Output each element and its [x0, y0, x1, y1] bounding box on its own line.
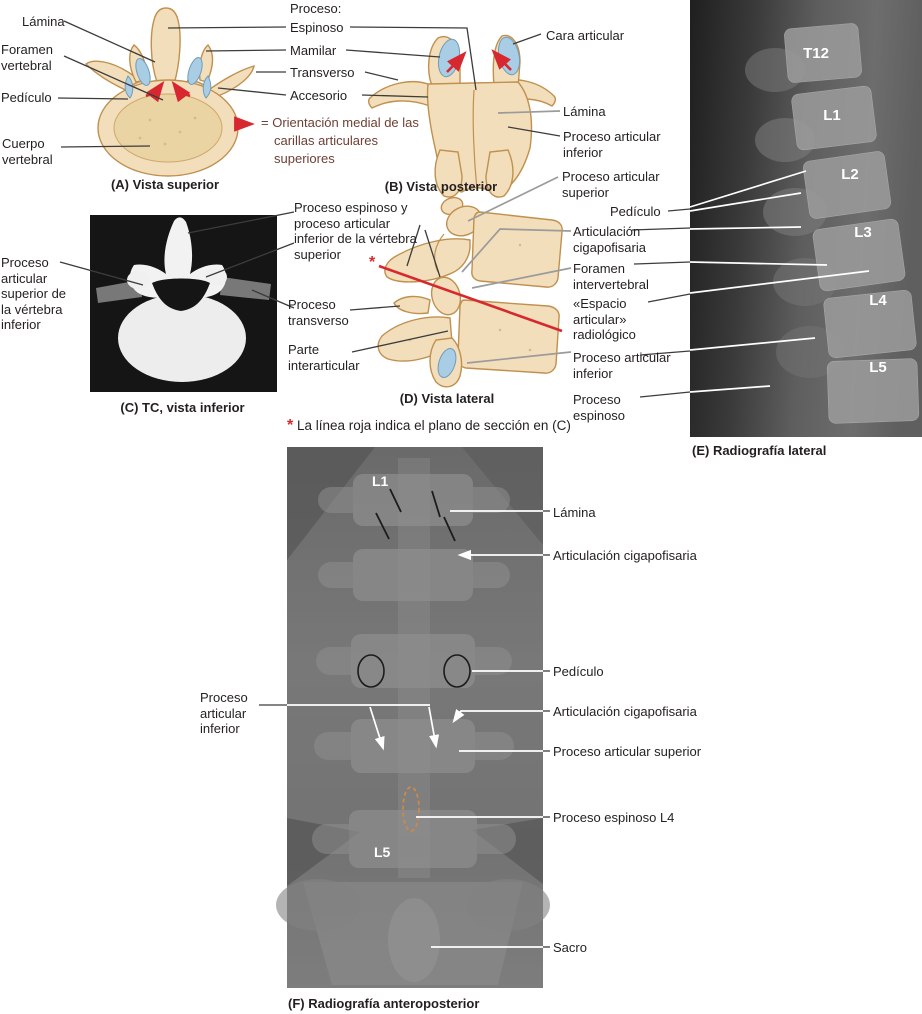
- caption-b: (B) Vista posterior: [384, 179, 498, 194]
- pedicle-circle-left: [357, 654, 385, 688]
- spinous-process-orange-outline: [402, 786, 420, 832]
- label-proceso-articular-inferior-b: Proceso articular inferior: [563, 129, 661, 160]
- red-asterisk: *: [369, 254, 376, 271]
- label-pediculo-f: Pedículo: [553, 664, 604, 679]
- label-proceso-espinoso-articular-d: Proceso espinoso y proceso articular inf…: [294, 200, 417, 262]
- label-proceso-title: Proceso:: [290, 1, 342, 16]
- label-articulacion-cigapofisaria-f2: Articulación cigapofisaria: [553, 704, 697, 719]
- radiograph-ap-image: [276, 447, 550, 988]
- vertebra-label-t12: T12: [803, 45, 829, 62]
- label-pediculo-a: Pedículo: [1, 90, 52, 105]
- caption-c: (C) TC, vista inferior: [120, 400, 245, 415]
- caption-f: (F) Radiografía anteroposterior: [288, 996, 480, 1011]
- label-proceso-accesorio: Accesorio: [290, 88, 348, 103]
- vertebra-label-l2: L2: [841, 166, 859, 183]
- label-proceso-transverso-d: Proceso transverso: [288, 297, 349, 328]
- label-lamina-b: Lámina: [563, 104, 606, 119]
- label-proceso-articular-inferior-f: Proceso articular inferior: [200, 690, 248, 736]
- radiograph-lateral-image: [690, 0, 922, 437]
- label-lamina-f: Lámina: [553, 505, 596, 520]
- pedicle-circle-right: [443, 654, 471, 688]
- vertebra-label-l4: L4: [869, 292, 887, 309]
- label-proceso-espinoso: Espinoso: [290, 20, 344, 35]
- caption-d: (D) Vista lateral: [399, 391, 495, 406]
- label-pediculo-b: Pedículo: [610, 204, 661, 219]
- label-cuerpo-vertebral: Cuerpo vertebral: [2, 136, 53, 167]
- label-lamina-a: Lámina: [22, 14, 65, 29]
- label-sacro: Sacro: [553, 940, 587, 955]
- leader-lines-f: [259, 488, 550, 948]
- label-parte-interarticular: Parte interarticular: [288, 342, 360, 373]
- label-articulacion-cigapofisaria-d: Articulación cigapofisaria: [573, 224, 646, 255]
- label-proceso-transverso-a: Transverso: [290, 65, 355, 80]
- vertebra-posterior-view: [367, 34, 557, 198]
- ct-image: [90, 215, 277, 392]
- legend-medial-orientation: = Orientación medial de las carillas art…: [261, 115, 419, 166]
- vertebra-label-l1-e: L1: [823, 107, 841, 124]
- label-proceso-articular-superior-c: Proceso articular superior de la vértebr…: [1, 255, 67, 332]
- vertebra-label-l3: L3: [854, 224, 872, 241]
- leader-lines-e: [631, 170, 870, 398]
- label-proceso-articular-superior: Proceso articular superior: [562, 169, 660, 200]
- red-line-note: * La línea roja indica el plano de secci…: [287, 417, 571, 435]
- section-plane-red-line: [378, 264, 563, 333]
- label-articulacion-cigapofisaria-f1: Articulación cigapofisaria: [553, 548, 697, 563]
- note-asterisk: *: [287, 417, 294, 434]
- label-proceso-espinoso-l4: Proceso espinoso L4: [553, 810, 675, 825]
- label-proceso-mamilar: Mamilar: [290, 43, 337, 58]
- label-proceso-articular-superior-f: Proceso articular superior: [553, 744, 702, 759]
- leader-lines-b: [467, 33, 691, 222]
- label-proceso-articular-inferior-d: Proceso articular inferior: [573, 350, 671, 381]
- caption-a: (A) Vista superior: [110, 177, 220, 192]
- note-text: La línea roja indica el plano de sección…: [297, 418, 571, 433]
- leader-lines-cd: [59, 211, 572, 364]
- caption-e: (E) Radiografía lateral: [692, 443, 827, 458]
- label-foramen-vertebral: Foramen vertebral: [1, 42, 54, 73]
- vertebra-label-l5-e: L5: [869, 359, 887, 376]
- label-espacio-articular-radiologico: «Espacio articular» radiológico: [573, 296, 636, 342]
- label-cara-articular: Cara articular: [546, 28, 625, 43]
- vertebra-label-l1-f: L1: [372, 473, 389, 489]
- label-proceso-espinoso-d: Proceso espinoso: [573, 392, 626, 423]
- vertebra-superior-view: [84, 7, 255, 177]
- leader-lines-a: [57, 20, 477, 148]
- label-foramen-intervertebral: Foramen intervertebral: [573, 261, 649, 292]
- vertebra-label-l5-f: L5: [374, 844, 391, 860]
